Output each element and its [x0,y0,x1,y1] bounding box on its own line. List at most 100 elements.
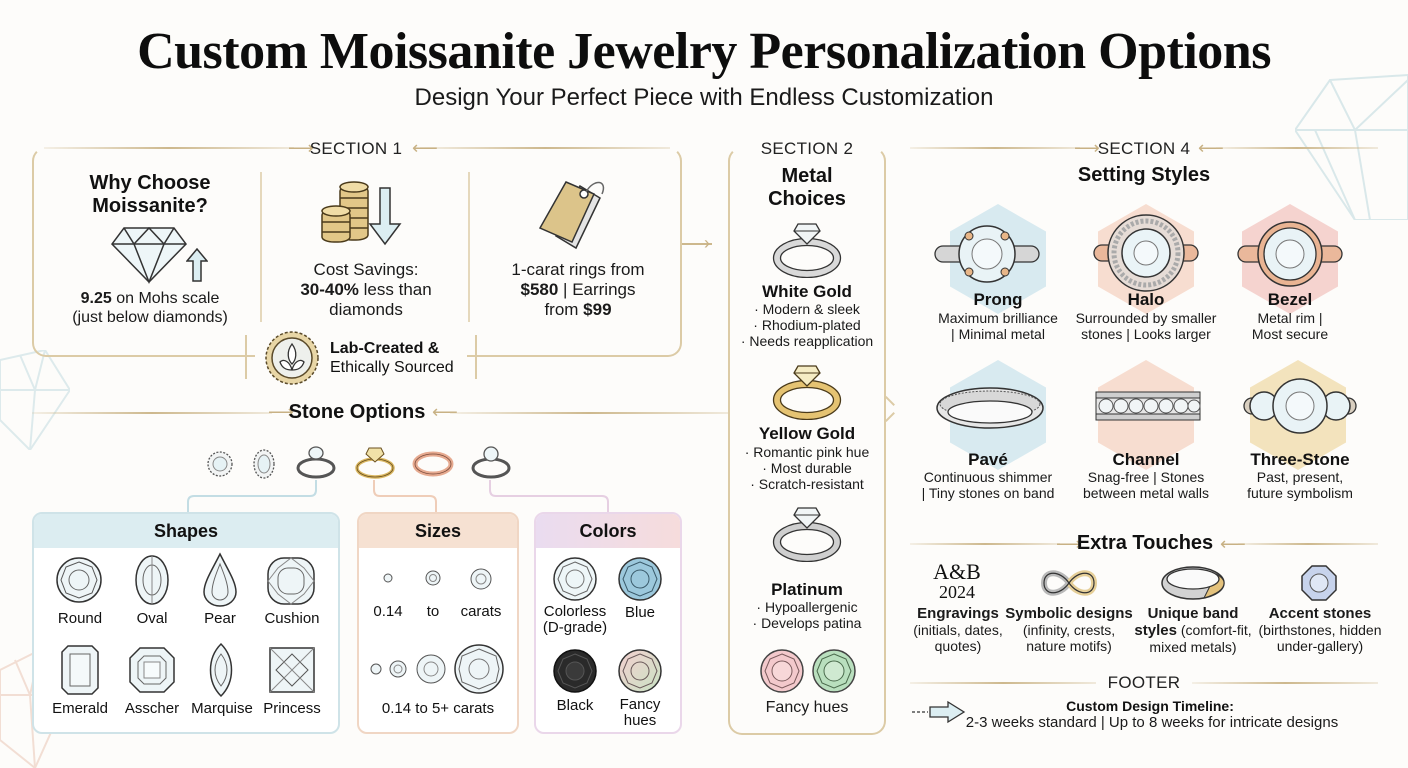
sizes-panel-title: Sizes [359,514,517,548]
pink-gem-icon [760,649,804,693]
oval-halo-icon [253,449,275,479]
metal-bullets-platinum: · Hypoallergenic · Develops patina [752,599,862,631]
pear-shape-icon [203,552,237,607]
diamond-icon [111,226,187,284]
mohs-note: (just below diamonds) [72,309,228,326]
black-gem-icon [553,649,597,693]
arrow-right-icon: ⟶ [1074,138,1100,158]
metal-name-platinum: Platinum [771,580,843,599]
mohs-value: 9.25 [80,290,112,307]
ring-price-value: $580 [520,280,559,299]
shape-label-cushion: Cushion [264,610,320,627]
extra-title: Extra Touches [1076,532,1214,554]
setting-desc-bezel: Metal rim |Most secure [1251,310,1329,342]
earring-price-value: $99 [583,300,612,319]
arrow-left-icon: ⟵ [412,138,438,158]
size-small-icon [383,573,393,583]
coins-down-icon [321,181,402,246]
section1-divider [468,172,470,322]
leaf-seal-icon [265,331,319,385]
rose-band-icon [412,451,454,477]
badge-bracket [245,335,477,379]
price-text: 1-carat rings from $580 | Earrings from … [511,260,645,319]
asscher-shape-icon [129,647,175,693]
size-medium-icon [425,570,441,586]
section4-line-right [1216,147,1378,149]
arrow-up-icon [186,248,208,282]
color-label-blue: Blue [624,604,656,621]
shape-label-asscher: Asscher [124,700,180,717]
decorative-diamond-outline-icon [1295,73,1408,220]
princess-shape-icon [269,647,315,693]
halo-setting-icon [1093,214,1199,292]
cost-text: Cost Savings: 30-40% less than diamonds [300,260,432,319]
green-gem-icon [812,649,856,693]
metal-bullets-white-gold: · Modern & sleek · Rhodium-plated · Need… [740,301,874,349]
cost-savings-value: 30-40% [300,280,359,299]
arrow-right-icon: › [704,233,710,253]
shapes-panel-title: Shapes [34,514,338,548]
setting-name-prong: Prong [973,290,1023,309]
engraving-sample: A&B 2024 [933,559,981,603]
round-shape-icon [56,557,102,603]
bezel-setting-icon [1237,221,1343,287]
section4-line-left [910,147,1080,149]
arrow-left-icon: ⟵ [432,402,458,422]
prong-setting-icon [934,225,1040,283]
blue-gem-icon [618,557,662,601]
accent-stone-icon [1301,565,1337,601]
extra-line-left [910,543,1060,545]
setting-desc-pave: Continuous shimmer| Tiny stones on band [921,469,1055,501]
connector-line [682,243,712,245]
fancy-gem-icon [618,649,662,693]
infinity-icon [1040,570,1098,596]
pave-setting-icon [936,387,1044,429]
footer-line-left [910,682,1096,684]
setting-name-channel: Channel [1112,450,1180,469]
marquise-shape-icon [209,642,233,698]
size-progression-icon [370,644,504,694]
section1-header-line-right [420,147,670,149]
setting-desc-three-stone: Past, present,future symbolism [1247,469,1353,501]
metal-name-white-gold: White Gold [762,282,852,301]
arrow-right-icon: ⟶ [268,402,294,422]
section2-box [728,147,886,735]
solitaire-ring-icon [471,446,511,479]
mixed-metal-band-icon [1161,566,1225,600]
shape-label-oval: Oval [136,610,168,627]
size-label-carats: carats [460,603,502,620]
shape-label-pear: Pear [204,610,236,627]
mohs-text: 9.25 on Mohs scale (just below diamonds) [72,290,228,326]
colors-panel: Colors [534,512,682,734]
sizes-panel: Sizes [357,512,519,734]
emerald-shape-icon [61,645,99,695]
arrow-left-icon: ⟵ [1198,138,1224,158]
section4-title: Setting Styles [1077,164,1211,186]
footer-title: Custom Design Timeline: [1066,698,1234,714]
three-stone-setting-icon [1243,378,1357,434]
shape-label-round: Round [57,610,103,627]
arrow-left-icon: ⟵ [1220,534,1246,554]
setting-desc-prong: Maximum brilliance| Minimal metal [938,310,1058,342]
size-large-icon [470,568,492,590]
white-ring-icon [296,446,336,479]
extra-line-right [1238,543,1378,545]
arrow-right-icon: ⟶ [1056,534,1082,554]
yellow-gold-ring-icon [772,365,842,420]
footer-text: 2-3 weeks standard | Up to 8 weeks for i… [965,714,1339,731]
footer-line-right [1192,682,1378,684]
arrow-right-icon [912,700,966,724]
metal-name-yellow-gold: Yellow Gold [758,424,856,443]
color-label-colorless: Colorless(D-grade) [542,603,608,636]
extra-accent-stones: Accent stones (birthstones, hidden under… [1258,605,1382,655]
stone-options-title: Stone Options [288,401,426,423]
setting-name-three-stone: Three-Stone [1250,450,1350,469]
channel-setting-icon [1095,391,1201,421]
decorative-diamond-outline-icon [0,350,70,450]
section2-label: SECTION 2 [745,139,869,159]
cushion-shape-icon [267,557,315,605]
shapes-panel: Shapes [32,512,340,734]
